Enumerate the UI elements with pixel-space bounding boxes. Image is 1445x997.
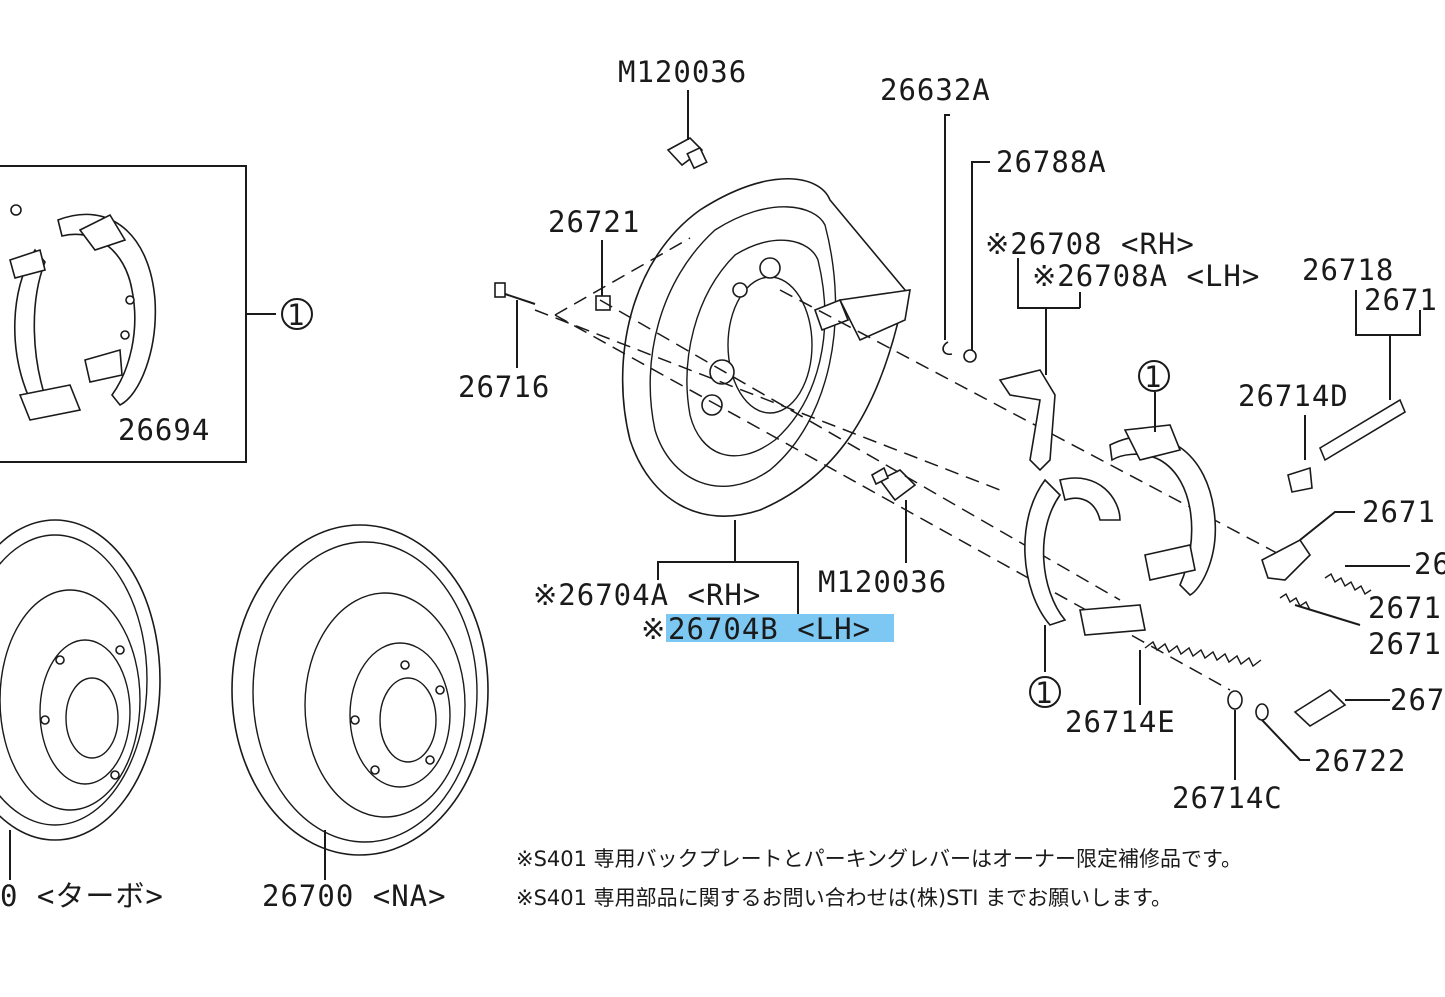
disc-rotor-turbo [0,519,161,880]
label-26708a-lh[interactable]: ※26708A <LH> [1032,259,1260,293]
back-plate [621,178,911,517]
label-26714e[interactable]: 26714E [1065,705,1176,739]
marker-text: 1 [1144,360,1162,394]
bolt-bottom [870,466,917,502]
label-m120036-bottom[interactable]: M120036 [818,565,947,599]
inset-shoe-assembly [9,204,157,421]
leader-lines [516,90,1421,780]
washer-26788a [963,349,977,363]
dash-line [534,309,1001,491]
label-26700-turbo[interactable]: 0 <ターボ> [0,879,164,913]
bleeder-right [1293,688,1347,727]
label-2671-e[interactable]: 2671 [1368,627,1442,661]
label-26788a[interactable]: 26788A [996,145,1107,179]
spring-right [1279,572,1372,611]
shoe-lower [1024,477,1146,636]
label-26694[interactable]: 26694 [118,413,210,447]
adjuster-26714d [1287,398,1407,493]
label-26714c[interactable]: 26714C [1172,781,1283,815]
label-26722[interactable]: 26722 [1314,744,1406,778]
label-26704a-rh[interactable]: ※26704A <RH> [533,578,761,612]
parking-lever [998,369,1056,472]
selection-highlight [666,614,894,642]
circle-marker-3: 1 [1029,676,1061,710]
note-line-1: ※S401 専用バックプレートとパーキングレバーはオーナー限定補修品です。 [516,847,1242,871]
label-2671-d[interactable]: 2671 [1368,591,1442,625]
lever-right [1261,538,1312,581]
marker-text: 1 [1035,676,1053,710]
note-line-2: ※S401 専用部品に関するお問い合わせは(株)STI までお願いします。 [516,886,1172,910]
dash-line [599,299,1121,601]
marker-text: 1 [287,298,305,332]
spring-26714e [1144,640,1262,668]
label-26708-rh[interactable]: ※26708 <RH> [985,227,1195,261]
nut-26714c [1227,690,1243,710]
label-26704b-mark: ※ [641,612,666,646]
bleeder-26721 [595,295,611,311]
label-26-c[interactable]: 26 [1414,547,1445,581]
label-26704b-lh[interactable]: 26704B <LH> [668,612,871,646]
label-26718[interactable]: 26718 [1302,253,1394,287]
washer-26722 [1255,703,1269,721]
shoe-upper [1109,424,1217,596]
label-26700-na[interactable]: 26700 <NA> [262,879,447,913]
label-26721[interactable]: 26721 [548,205,640,239]
pin-26716 [494,282,536,305]
label-267-f[interactable]: 267 [1390,683,1445,717]
circle-marker-2: 1 [1138,360,1170,394]
dash-line [779,289,1291,561]
label-m120036-top[interactable]: M120036 [618,55,747,89]
clip-26632a [942,341,953,356]
label-2671-a[interactable]: 2671 [1364,283,1438,317]
label-26632a[interactable]: 26632A [880,73,991,107]
label-26716[interactable]: 26716 [458,370,550,404]
bolt-top [666,137,708,170]
dash-line [554,237,691,316]
label-2671-b[interactable]: 2671 [1362,495,1436,529]
label-26714d[interactable]: 26714D [1238,379,1349,413]
disc-rotor-na [231,524,489,880]
circle-marker-1: 1 [281,298,313,332]
